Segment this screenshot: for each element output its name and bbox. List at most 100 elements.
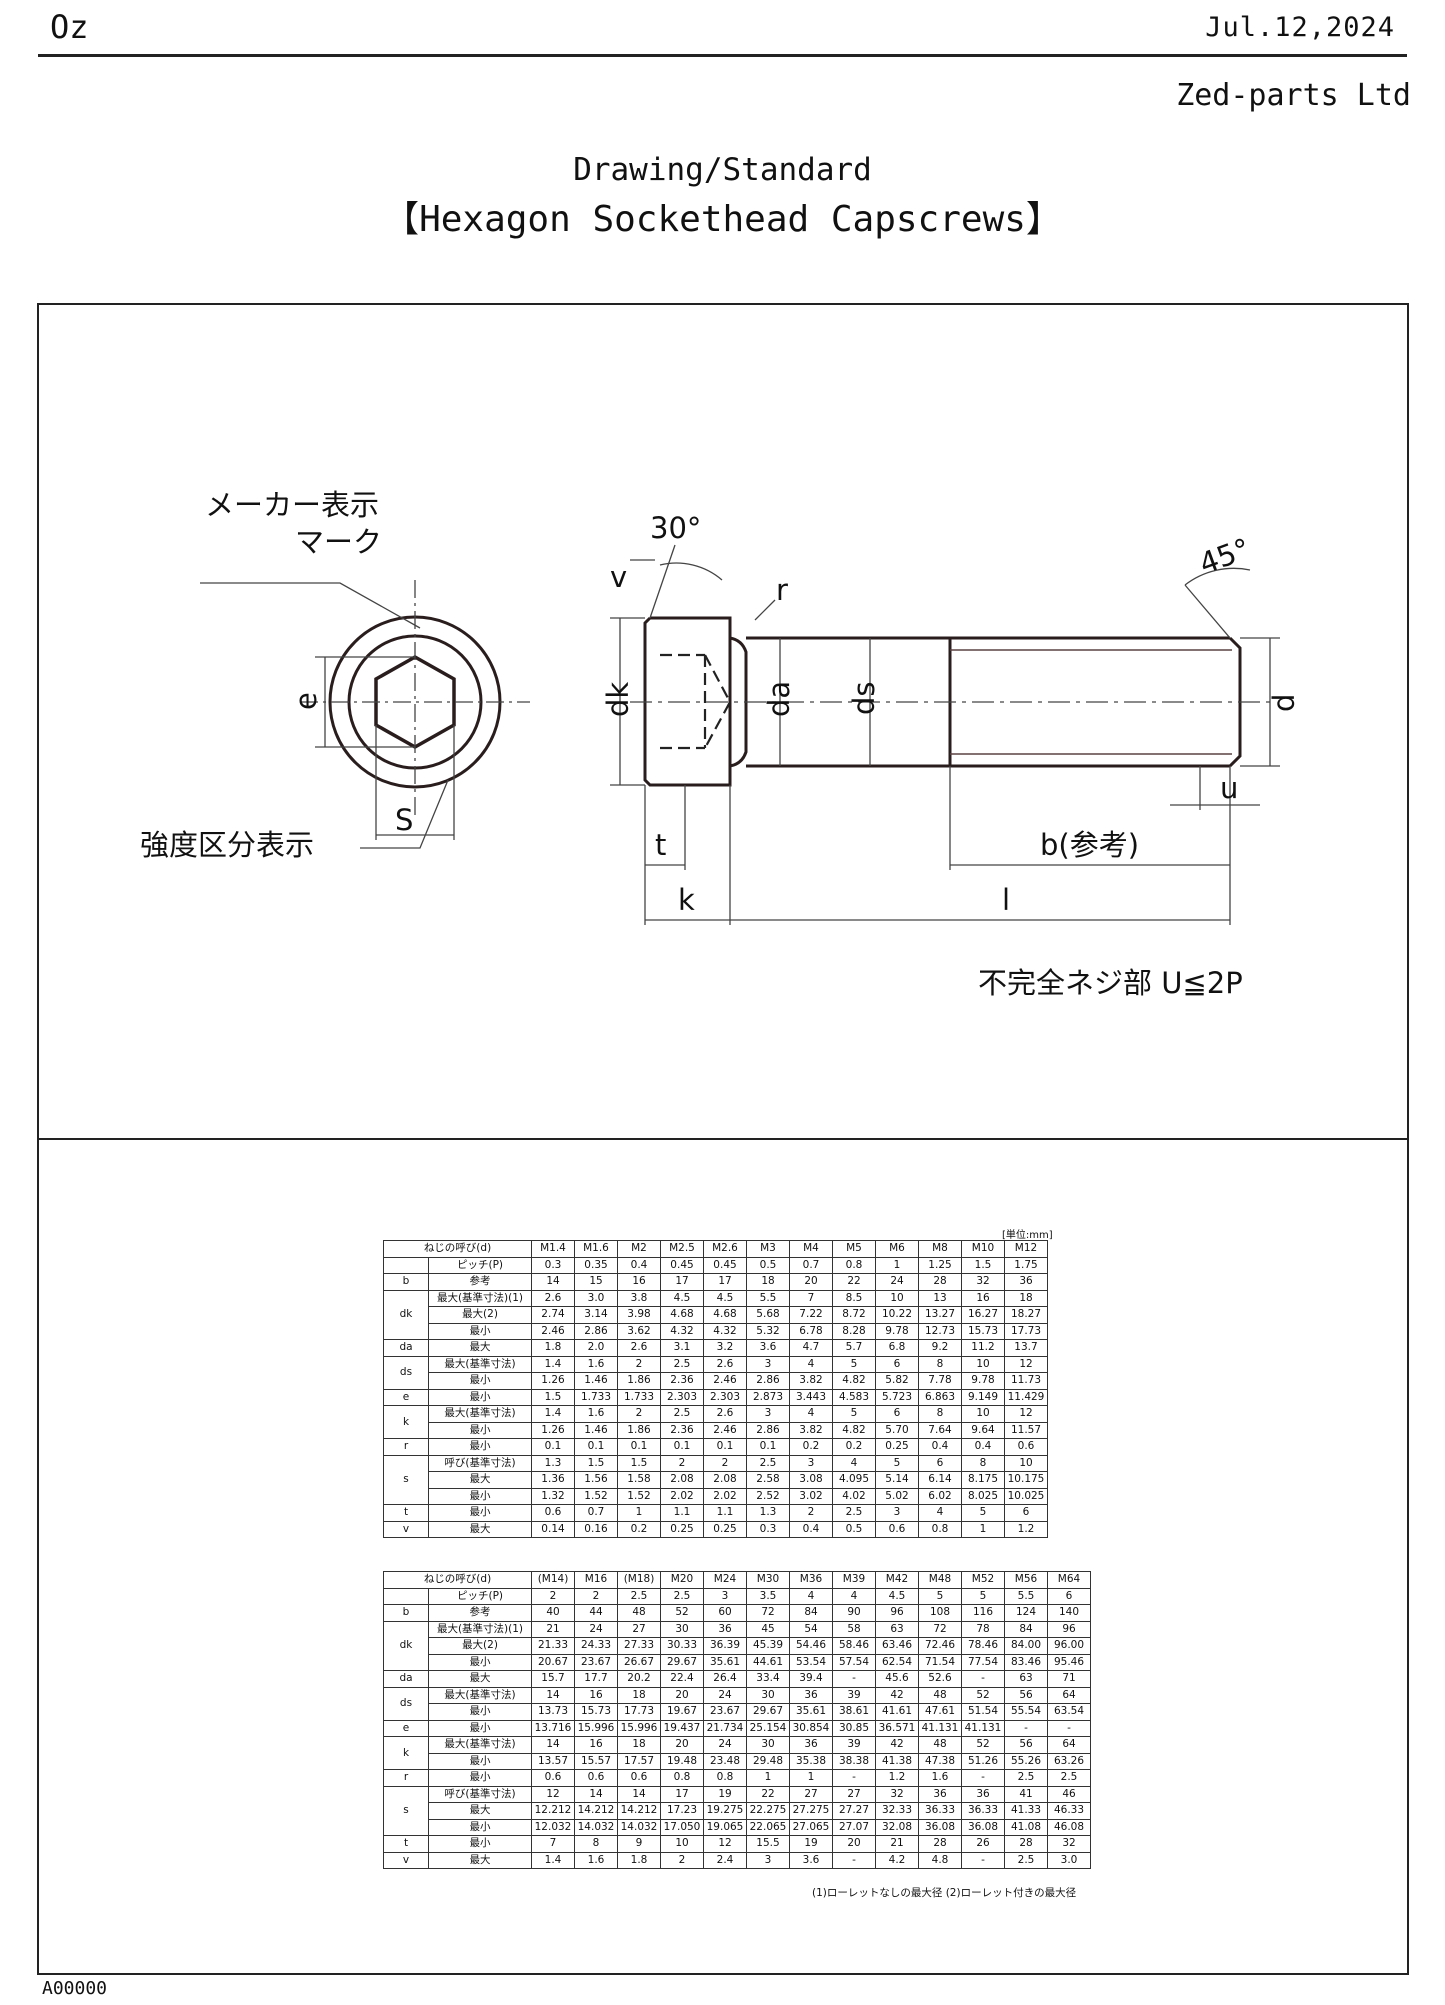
value-cell: 2.4 xyxy=(703,1851,747,1869)
value-cell: 52 xyxy=(961,1736,1005,1754)
row-label: 最大(基準寸法) xyxy=(428,1405,532,1423)
value-cell: 1.4 xyxy=(531,1355,575,1373)
value-cell: 6 xyxy=(1004,1504,1048,1522)
value-cell: - xyxy=(1004,1719,1048,1737)
u-label: u xyxy=(1220,771,1238,805)
value-cell: 1.46 xyxy=(574,1372,618,1390)
value-cell: 18 xyxy=(746,1273,790,1291)
value-cell: 0.8 xyxy=(918,1520,962,1538)
value-cell: 2.873 xyxy=(746,1388,790,1406)
value-cell: 63 xyxy=(875,1620,919,1638)
header-cell: M10 xyxy=(961,1240,1005,1258)
value-cell: 6.78 xyxy=(789,1322,833,1340)
value-cell: 0.4 xyxy=(789,1520,833,1538)
value-cell: 16 xyxy=(574,1686,618,1704)
value-cell: 20.2 xyxy=(617,1670,661,1688)
value-cell: 4.68 xyxy=(703,1306,747,1324)
value-cell: 5.5 xyxy=(1004,1587,1048,1605)
value-cell: 22.065 xyxy=(746,1818,790,1836)
value-cell: 90 xyxy=(832,1604,876,1622)
value-cell: 72 xyxy=(918,1620,962,1638)
value-cell: 45 xyxy=(746,1620,790,1638)
value-cell: 9.78 xyxy=(875,1322,919,1340)
value-cell: 53.54 xyxy=(789,1653,833,1671)
value-cell: 0.8 xyxy=(832,1256,876,1274)
value-cell: 5 xyxy=(832,1355,876,1373)
row-label: 参考 xyxy=(428,1273,532,1291)
value-cell: 0.6 xyxy=(875,1520,919,1538)
value-cell: 1.4 xyxy=(531,1405,575,1423)
angle-30-label: 30° xyxy=(650,511,701,545)
value-cell: 46.08 xyxy=(1047,1818,1091,1836)
value-cell: 3.0 xyxy=(1047,1851,1091,1869)
value-cell: 36.08 xyxy=(961,1818,1005,1836)
value-cell: 36 xyxy=(961,1785,1005,1803)
value-cell: 16.27 xyxy=(961,1306,1005,1324)
value-cell: 2.5 xyxy=(1004,1769,1048,1787)
value-cell: 6.02 xyxy=(918,1487,962,1505)
value-cell: 96 xyxy=(875,1604,919,1622)
value-cell: 18 xyxy=(1004,1289,1048,1307)
value-cell: 0.1 xyxy=(574,1438,618,1456)
value-cell: 2.86 xyxy=(746,1421,790,1439)
t-label: t xyxy=(655,828,666,862)
row-group-label: da xyxy=(383,1670,429,1688)
header-date: Jul.12,2024 xyxy=(1205,12,1395,43)
value-cell: 22 xyxy=(832,1273,876,1291)
value-cell: 1.6 xyxy=(918,1769,962,1787)
value-cell: 46 xyxy=(1047,1785,1091,1803)
value-cell: 56 xyxy=(1004,1736,1048,1754)
value-cell: 1.6 xyxy=(574,1405,618,1423)
value-cell: 4.5 xyxy=(875,1587,919,1605)
value-cell: 29.48 xyxy=(746,1752,790,1770)
value-cell: 5 xyxy=(832,1405,876,1423)
row-group-label: dk xyxy=(383,1620,429,1671)
value-cell: 36.33 xyxy=(961,1802,1005,1820)
value-cell: 29.67 xyxy=(660,1653,704,1671)
value-cell: 9.64 xyxy=(961,1421,1005,1439)
value-cell: 1.46 xyxy=(574,1421,618,1439)
value-cell: 22.4 xyxy=(660,1670,704,1688)
value-cell: 1.6 xyxy=(574,1355,618,1373)
value-cell: 45.6 xyxy=(875,1670,919,1688)
header-cell: M24 xyxy=(703,1571,747,1589)
value-cell: 1 xyxy=(961,1520,1005,1538)
value-cell: 29.67 xyxy=(746,1703,790,1721)
value-cell: 2.303 xyxy=(703,1388,747,1406)
value-cell: 0.3 xyxy=(746,1520,790,1538)
row-label: 最小 xyxy=(428,1438,532,1456)
value-cell: 71 xyxy=(1047,1670,1091,1688)
value-cell: 0.4 xyxy=(617,1256,661,1274)
value-cell: 7.64 xyxy=(918,1421,962,1439)
value-cell: 0.45 xyxy=(660,1256,704,1274)
header-cell: ねじの呼び(d) xyxy=(383,1240,532,1258)
value-cell: 3 xyxy=(875,1504,919,1522)
value-cell: 15.57 xyxy=(574,1752,618,1770)
value-cell: 1.56 xyxy=(574,1471,618,1489)
value-cell: 4 xyxy=(832,1587,876,1605)
header-cell: M2.6 xyxy=(703,1240,747,1258)
value-cell: 44.61 xyxy=(746,1653,790,1671)
value-cell: 1 xyxy=(875,1256,919,1274)
value-cell: 17.57 xyxy=(617,1752,661,1770)
value-cell: 63.26 xyxy=(1047,1752,1091,1770)
row-group-label: da xyxy=(383,1339,429,1357)
value-cell: 14 xyxy=(531,1686,575,1704)
value-cell: 1.26 xyxy=(531,1372,575,1390)
value-cell: 63.54 xyxy=(1047,1703,1091,1721)
value-cell: 35.61 xyxy=(789,1703,833,1721)
value-cell: 36.33 xyxy=(918,1802,962,1820)
row-group-label: e xyxy=(383,1719,429,1737)
company-name: Zed-parts Ltd xyxy=(1176,78,1411,113)
value-cell: 4 xyxy=(789,1355,833,1373)
